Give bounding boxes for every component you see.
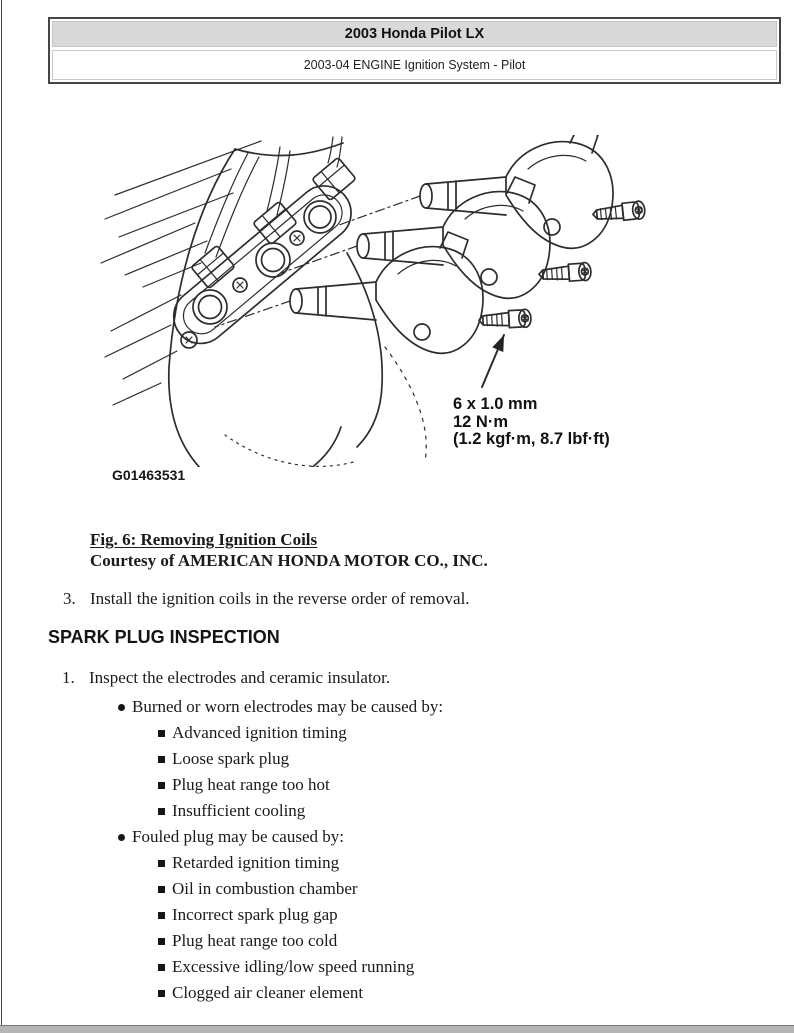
inspection-step-1-number: 1. [62,668,75,687]
bottom-frame-bar [0,1025,794,1033]
torque-note-line1: 6 x 1.0 mm [453,395,537,413]
figure-caption-courtesy: Courtesy of AMERICAN HONDA MOTOR CO., IN… [90,551,488,570]
document-subtitle: 2003-04 ENGINE Ignition System - Pilot [52,50,777,80]
torque-note-line3: (1.2 kgf·m, 8.7 lbf·ft) [453,430,610,448]
mount-bolt-3 [477,308,533,331]
engine-cover-art [100,136,427,467]
removal-step-3-text: Install the ignition coils in the revers… [90,589,470,608]
figure-caption: Fig. 6: Removing Ignition Coils Courtesy… [90,529,488,571]
vehicle-title: 2003 Honda Pilot LX [52,21,777,47]
cause-item: Incorrect spark plug gap [0,902,794,928]
inspection-step-1: 1. Inspect the electrodes and ceramic ins… [62,667,390,689]
cause-group-label: Burned or worn electrodes may be caused … [0,694,794,720]
removed-coil-2 [356,176,551,300]
cause-item: Excessive idling/low speed running [0,954,794,980]
removed-coil-3 [289,231,484,355]
inspection-cause-list: Burned or worn electrodes may be caused … [0,694,794,1006]
section-heading-spark-plug-inspection: SPARK PLUG INSPECTION [48,627,280,647]
cause-item: Plug heat range too hot [0,772,794,798]
torque-callout-arrow [481,334,505,388]
torque-note-line2: 12 N·m [453,413,508,431]
cause-group-label: Fouled plug may be caused by: [0,824,794,850]
removal-step-3-number: 3. [63,589,76,608]
mount-bolt-1 [591,199,647,225]
cause-item: Plug heat range too cold [0,928,794,954]
ignition-coil-diagram: 6 x 1.0 mm 12 N·m (1.2 kgf·m, 8.7 lbf·ft… [100,135,647,467]
vehicle-header-table: 2003 Honda Pilot LX 2003-04 ENGINE Ignit… [48,17,781,84]
cause-item: Insufficient cooling [0,798,794,824]
cause-item: Clogged air cleaner element [0,980,794,1006]
figure-caption-title: Fig. 6: Removing Ignition Coils [90,530,318,549]
cause-item: Oil in combustion chamber [0,876,794,902]
removal-step-3: 3. Install the ignition coils in the reve… [63,588,470,610]
page-edge-line [1,0,2,1033]
removed-coil-1 [419,135,614,250]
cause-item: Retarded ignition timing [0,850,794,876]
cause-item: Advanced ignition timing [0,720,794,746]
inspection-step-1-text: Inspect the electrodes and ceramic insul… [89,668,391,687]
figure-image-code: G01463531 [112,467,186,483]
cause-item: Loose spark plug [0,746,794,772]
